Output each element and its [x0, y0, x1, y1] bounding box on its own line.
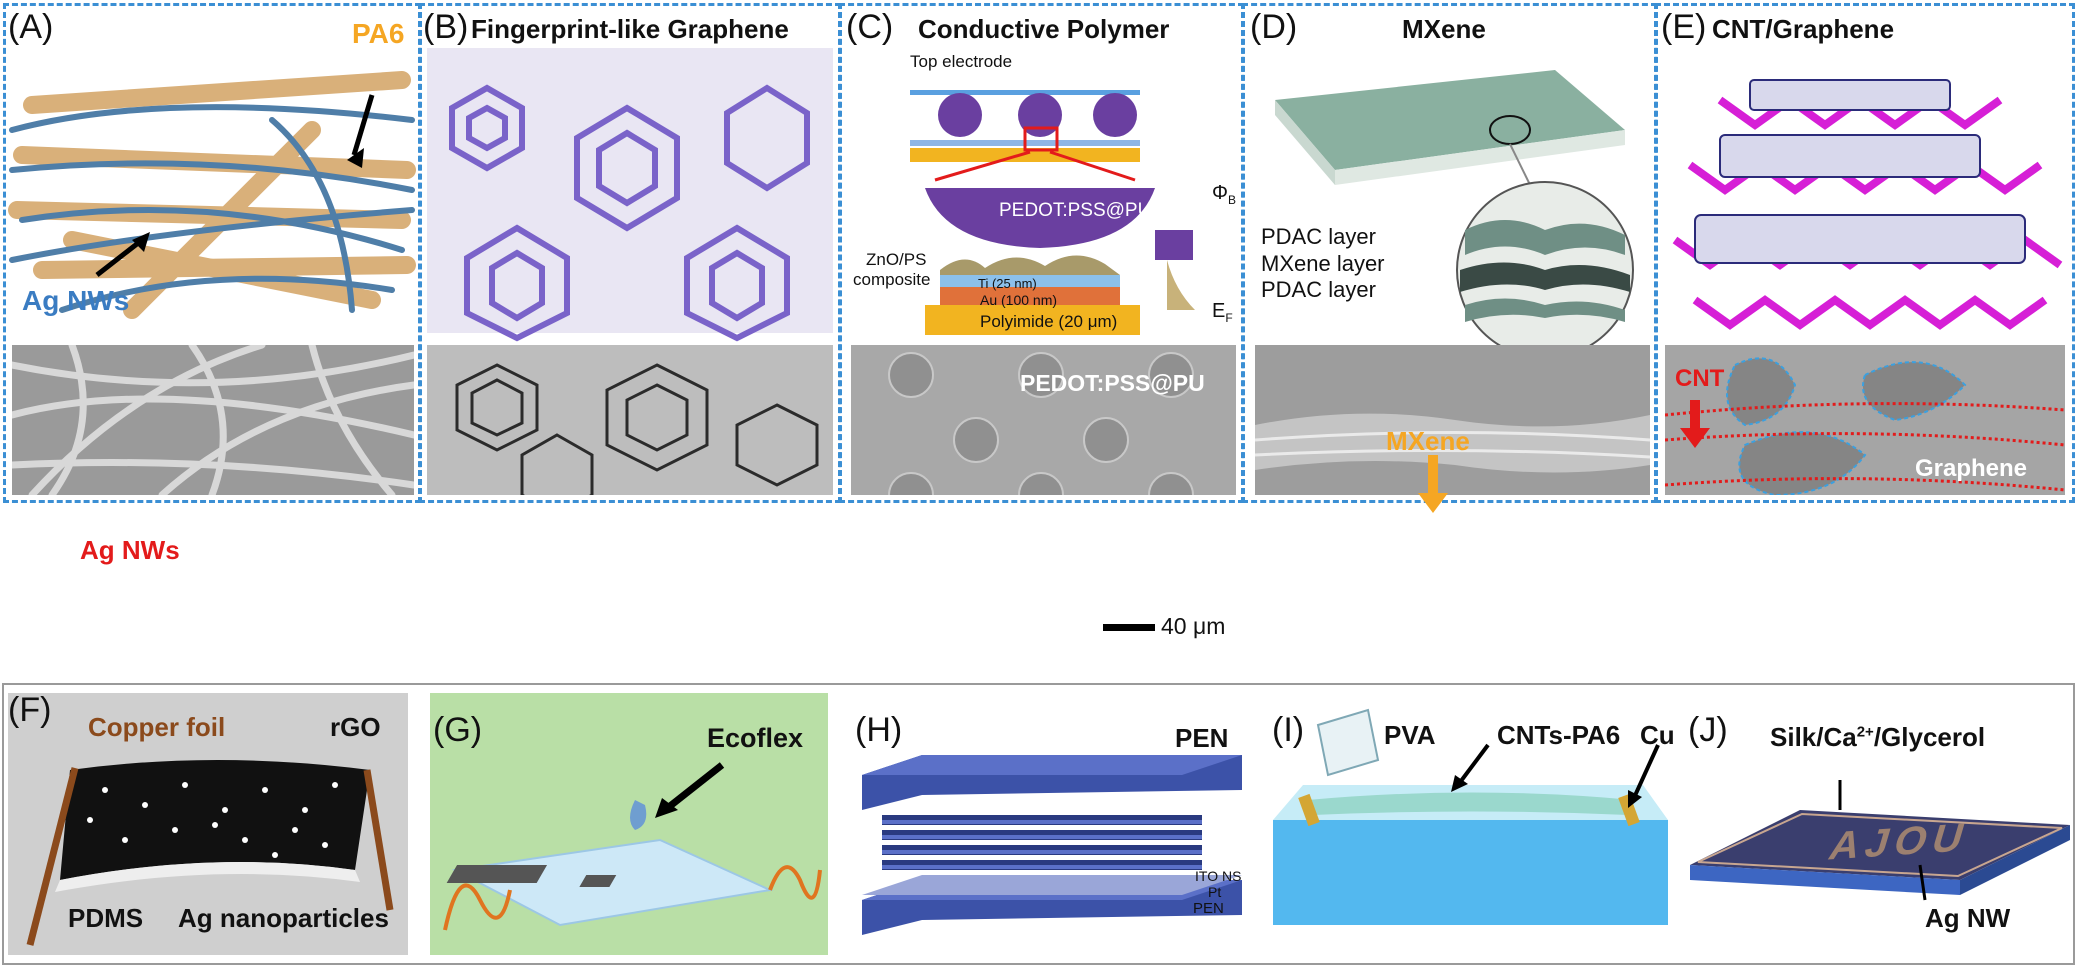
- panel-f-tag: (F): [8, 691, 52, 729]
- panel-e-sem-image: [1665, 345, 2065, 495]
- panel-e-scale-bar: [1676, 637, 1784, 644]
- panel-b-title: Fingerprint-like Graphene: [471, 14, 789, 44]
- panel-c-sem-image: [851, 345, 1236, 495]
- ito-ns-label: ITO NS: [1195, 868, 1242, 884]
- panel-g-schematic: [443, 762, 822, 931]
- panel-i-tag: (I): [1272, 711, 1305, 749]
- panel-c-schematic: [910, 90, 1195, 335]
- copper-foil-label: Copper foil: [88, 712, 226, 742]
- panel-b-tag: (B): [423, 8, 469, 46]
- panel-b-scale-label: 20 μm: [728, 598, 807, 629]
- pa6-label: PA6: [352, 18, 405, 49]
- panel-e-frame: [1655, 3, 2075, 503]
- panel-e-scale-label: 500 nm: [1678, 603, 1759, 630]
- panel-c-scale-box: 40 μm: [1095, 606, 1225, 648]
- panel-j-tag: (J): [1688, 711, 1728, 749]
- mxene-arrow: [1418, 455, 1448, 513]
- panel-i-schematic: [1273, 708, 1668, 925]
- panel-c-scale-label: 40 μm: [1161, 613, 1226, 639]
- panel-c-tag: (C): [846, 8, 894, 46]
- panel-a-scale-label: 300 nm: [298, 598, 392, 629]
- pen-top-label: PEN: [1175, 723, 1229, 753]
- panel-j-schematic: [1690, 780, 2070, 901]
- mxene-layer-label: MXene layer: [1261, 251, 1385, 276]
- ti-layer-label: Ti (25 nm): [978, 276, 1037, 291]
- pva-label: PVA: [1384, 720, 1436, 750]
- panel-d-sem-image: [1255, 345, 1650, 495]
- pdms-label: PDMS: [68, 903, 144, 933]
- panel-a-tag: (A): [8, 8, 54, 46]
- top-electrode-label: Top electrode: [910, 52, 1013, 71]
- ecoflex-label: Ecoflex: [707, 723, 804, 753]
- cu-label: Cu: [1640, 720, 1675, 750]
- polyimide-layer-label: Polyimide (20 μm): [980, 312, 1118, 331]
- panel-c-title: Conductive Polymer: [918, 14, 1170, 44]
- ag-nw-label: Ag NW: [1925, 903, 2011, 933]
- ag-nanoparticles-label: Ag nanoparticles: [178, 903, 389, 933]
- zno-ps-label: ZnO/PS: [866, 250, 927, 269]
- panel-d-title: MXene: [1402, 14, 1486, 44]
- panel-d-scale-bar: [1590, 640, 1606, 647]
- cnts-pa6-label: CNTs-PA6: [1497, 720, 1621, 750]
- panel-f-schematic: [26, 760, 394, 946]
- ag-nws-sem-label: Ag NWs: [80, 535, 180, 565]
- composite-label: composite: [853, 270, 931, 289]
- cnt-arrow: [1680, 400, 1710, 448]
- ag-nws-schematic-label: Ag NWs: [22, 285, 130, 316]
- panel-g-tag: (G): [433, 711, 483, 749]
- panel-e-schematic: [1672, 79, 2063, 330]
- pedot-schematic-label: PEDOT:PSS@PU: [999, 200, 1152, 221]
- panel-d-scale-label: 100 nm: [1553, 613, 1627, 638]
- au-layer-label: Au (100 nm): [980, 292, 1058, 308]
- pdac-layer-top-label: PDAC layer: [1261, 224, 1376, 249]
- phi-b-label: ΦB: [1212, 182, 1236, 207]
- panel-d-tag: (D): [1250, 8, 1298, 46]
- panel-a-schematic: [8, 71, 416, 319]
- silk-ca-glycerol-label: Silk/Ca2+/Glycerol: [1770, 722, 1986, 752]
- panel-b-schematic: [427, 48, 833, 342]
- panel-h-schematic: [862, 755, 1242, 935]
- panel-b-scale-bar: [728, 637, 810, 644]
- bottom-row-frame: [2, 683, 2075, 965]
- panel-b-sem-image: [427, 345, 833, 495]
- mxene-sem-label: MXene: [1386, 426, 1470, 456]
- pen-bottom-label: PEN: [1193, 900, 1224, 917]
- panel-d-schematic: [1275, 70, 1634, 359]
- panel-a-sem-image: [12, 345, 414, 495]
- graphene-label: Graphene: [1915, 455, 2028, 482]
- panel-e-title: CNT/Graphene: [1712, 14, 1895, 44]
- panel-e-tag: (E): [1661, 8, 1707, 46]
- pt-label: Pt: [1208, 884, 1222, 900]
- panel-a-scale-bar: [292, 637, 407, 644]
- pdac-layer-bottom-label: PDAC layer: [1261, 277, 1376, 302]
- ef-label: EF: [1212, 300, 1233, 325]
- pedot-sem-label: PEDOT:PSS@PU: [1020, 370, 1205, 396]
- panel-h-tag: (H): [855, 711, 903, 749]
- rgo-label: rGO: [330, 712, 381, 742]
- panel-c-scale-bar: [1103, 624, 1155, 631]
- cnt-label: CNT: [1675, 365, 1725, 392]
